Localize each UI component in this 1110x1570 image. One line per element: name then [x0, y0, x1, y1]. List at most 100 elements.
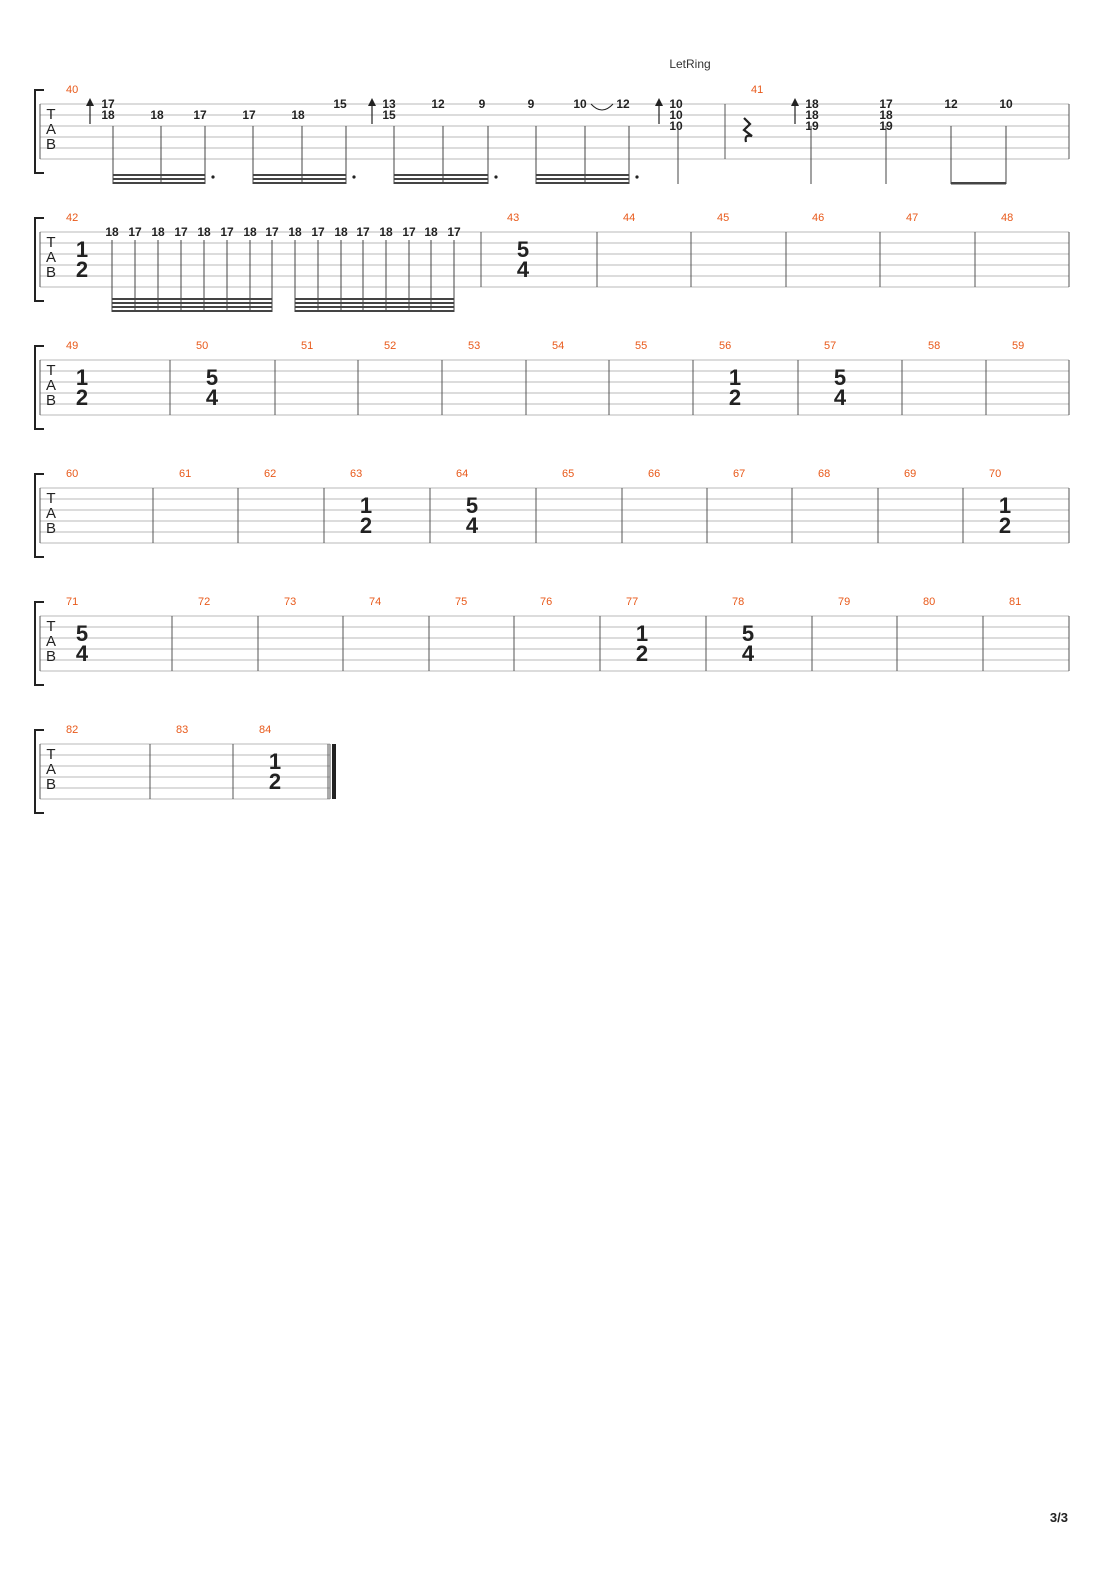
fret-number: 10 — [669, 119, 683, 133]
tab-clef-letter: B — [46, 392, 56, 409]
fret-number: 10 — [669, 97, 683, 111]
beam — [536, 174, 629, 176]
upstroke-arrow-head — [791, 98, 799, 106]
time-signature-bottom: 2 — [360, 513, 372, 538]
quarter-rest — [742, 117, 753, 143]
measure-number: 77 — [626, 596, 638, 608]
measure-number: 60 — [66, 468, 78, 480]
fret-number: 17 — [220, 225, 234, 239]
measure-number: 44 — [623, 212, 635, 224]
time-signature-top: 5 — [466, 493, 478, 518]
tab-clef-letter: A — [46, 249, 56, 266]
measure-number: 61 — [179, 468, 191, 480]
fret-number: 18 — [150, 108, 164, 122]
measure-number: 46 — [812, 212, 824, 224]
measure-number: 75 — [455, 596, 467, 608]
measure-number: 59 — [1012, 340, 1024, 352]
measure-number: 67 — [733, 468, 745, 480]
measure-number: 50 — [196, 340, 208, 352]
tab-clef-letter: A — [46, 633, 56, 650]
tab-clef-letter: T — [46, 362, 55, 379]
time-signature-top: 5 — [834, 365, 846, 390]
fret-number: 18 — [197, 225, 211, 239]
measure-number: 69 — [904, 468, 916, 480]
fret-number: 18 — [334, 225, 348, 239]
fret-number: 10 — [573, 97, 587, 111]
fret-number: 17 — [128, 225, 142, 239]
fret-number: 19 — [805, 119, 819, 133]
beam — [112, 302, 272, 304]
time-signature-top: 1 — [729, 365, 741, 390]
system-bracket — [34, 217, 44, 302]
fret-number: 18 — [879, 108, 893, 122]
tab-clef-letter: T — [46, 490, 55, 507]
measure-number: 53 — [468, 340, 480, 352]
measure-number: 84 — [259, 724, 271, 736]
upstroke-arrow-head — [655, 98, 663, 106]
fret-number: 18 — [101, 108, 115, 122]
beam — [253, 174, 346, 176]
measure-number: 65 — [562, 468, 574, 480]
system-bracket — [34, 89, 44, 174]
fret-number: 17 — [311, 225, 325, 239]
measure-number: 54 — [552, 340, 564, 352]
dot — [635, 175, 639, 179]
beam — [951, 182, 1006, 185]
beam — [112, 306, 272, 308]
measure-number: 73 — [284, 596, 296, 608]
dot — [494, 175, 498, 179]
measure-number: 45 — [717, 212, 729, 224]
system-bracket — [34, 345, 44, 430]
dot — [211, 175, 215, 179]
tab-clef-letter: B — [46, 648, 56, 665]
beam — [394, 182, 488, 184]
time-signature-bottom: 2 — [729, 385, 741, 410]
measure-number: 70 — [989, 468, 1001, 480]
measure-number: 62 — [264, 468, 276, 480]
measure-number: 48 — [1001, 212, 1013, 224]
measure-number: 76 — [540, 596, 552, 608]
measure-number: 71 — [66, 596, 78, 608]
time-signature-top: 5 — [206, 365, 218, 390]
page-number: 3/3 — [1049, 1510, 1068, 1525]
fret-number: 18 — [805, 97, 819, 111]
measure-number: 55 — [635, 340, 647, 352]
time-signature-top: 5 — [742, 621, 754, 646]
measure-number: 58 — [928, 340, 940, 352]
time-signature-top: 1 — [636, 621, 648, 646]
time-signature-bottom: 2 — [999, 513, 1011, 538]
beam — [295, 298, 454, 300]
upstroke-arrow-head — [368, 98, 376, 106]
measure-number: 66 — [648, 468, 660, 480]
time-signature-bottom: 2 — [76, 385, 88, 410]
fret-number: 15 — [333, 97, 347, 111]
fret-number: 18 — [424, 225, 438, 239]
measure-number: 42 — [66, 212, 78, 224]
beam — [112, 298, 272, 300]
tab-clef-letter: B — [46, 136, 56, 153]
time-signature-bottom: 4 — [517, 257, 530, 282]
measure-number: 74 — [369, 596, 381, 608]
fret-number: 18 — [105, 225, 119, 239]
fret-number: 17 — [242, 108, 256, 122]
tab-clef-letter: B — [46, 520, 56, 537]
fret-number: 17 — [193, 108, 207, 122]
beam — [295, 306, 454, 308]
time-signature-bottom: 4 — [466, 513, 479, 538]
beam — [394, 178, 488, 180]
time-signature-top: 5 — [76, 621, 88, 646]
measure-number: 49 — [66, 340, 78, 352]
upstroke-arrow-head — [86, 98, 94, 106]
time-signature-bottom: 4 — [76, 641, 89, 666]
tab-clef-letter: A — [46, 505, 56, 522]
measure-number: 47 — [906, 212, 918, 224]
tab-clef-letter: B — [46, 264, 56, 281]
fret-number: 18 — [379, 225, 393, 239]
dot — [352, 175, 356, 179]
